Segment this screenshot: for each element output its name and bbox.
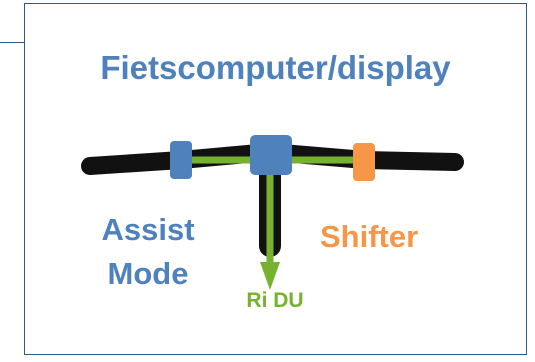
- diagram-title: Fietscomputer/display: [100, 49, 451, 86]
- top-rule: [0, 42, 24, 43]
- drive-unit-label: Ri DU: [246, 289, 304, 312]
- assist-mode-switch-icon: [170, 141, 192, 179]
- assist-mode-label-line2: Mode: [107, 256, 189, 291]
- display-unit-icon: [250, 135, 292, 175]
- down-arrow-icon: [260, 262, 280, 290]
- assist-mode-label: Assist Mode: [78, 208, 218, 296]
- shifter-label: Shifter: [320, 219, 419, 254]
- assist-mode-label-line1: Assist: [101, 212, 195, 247]
- shifter-icon: [353, 143, 375, 181]
